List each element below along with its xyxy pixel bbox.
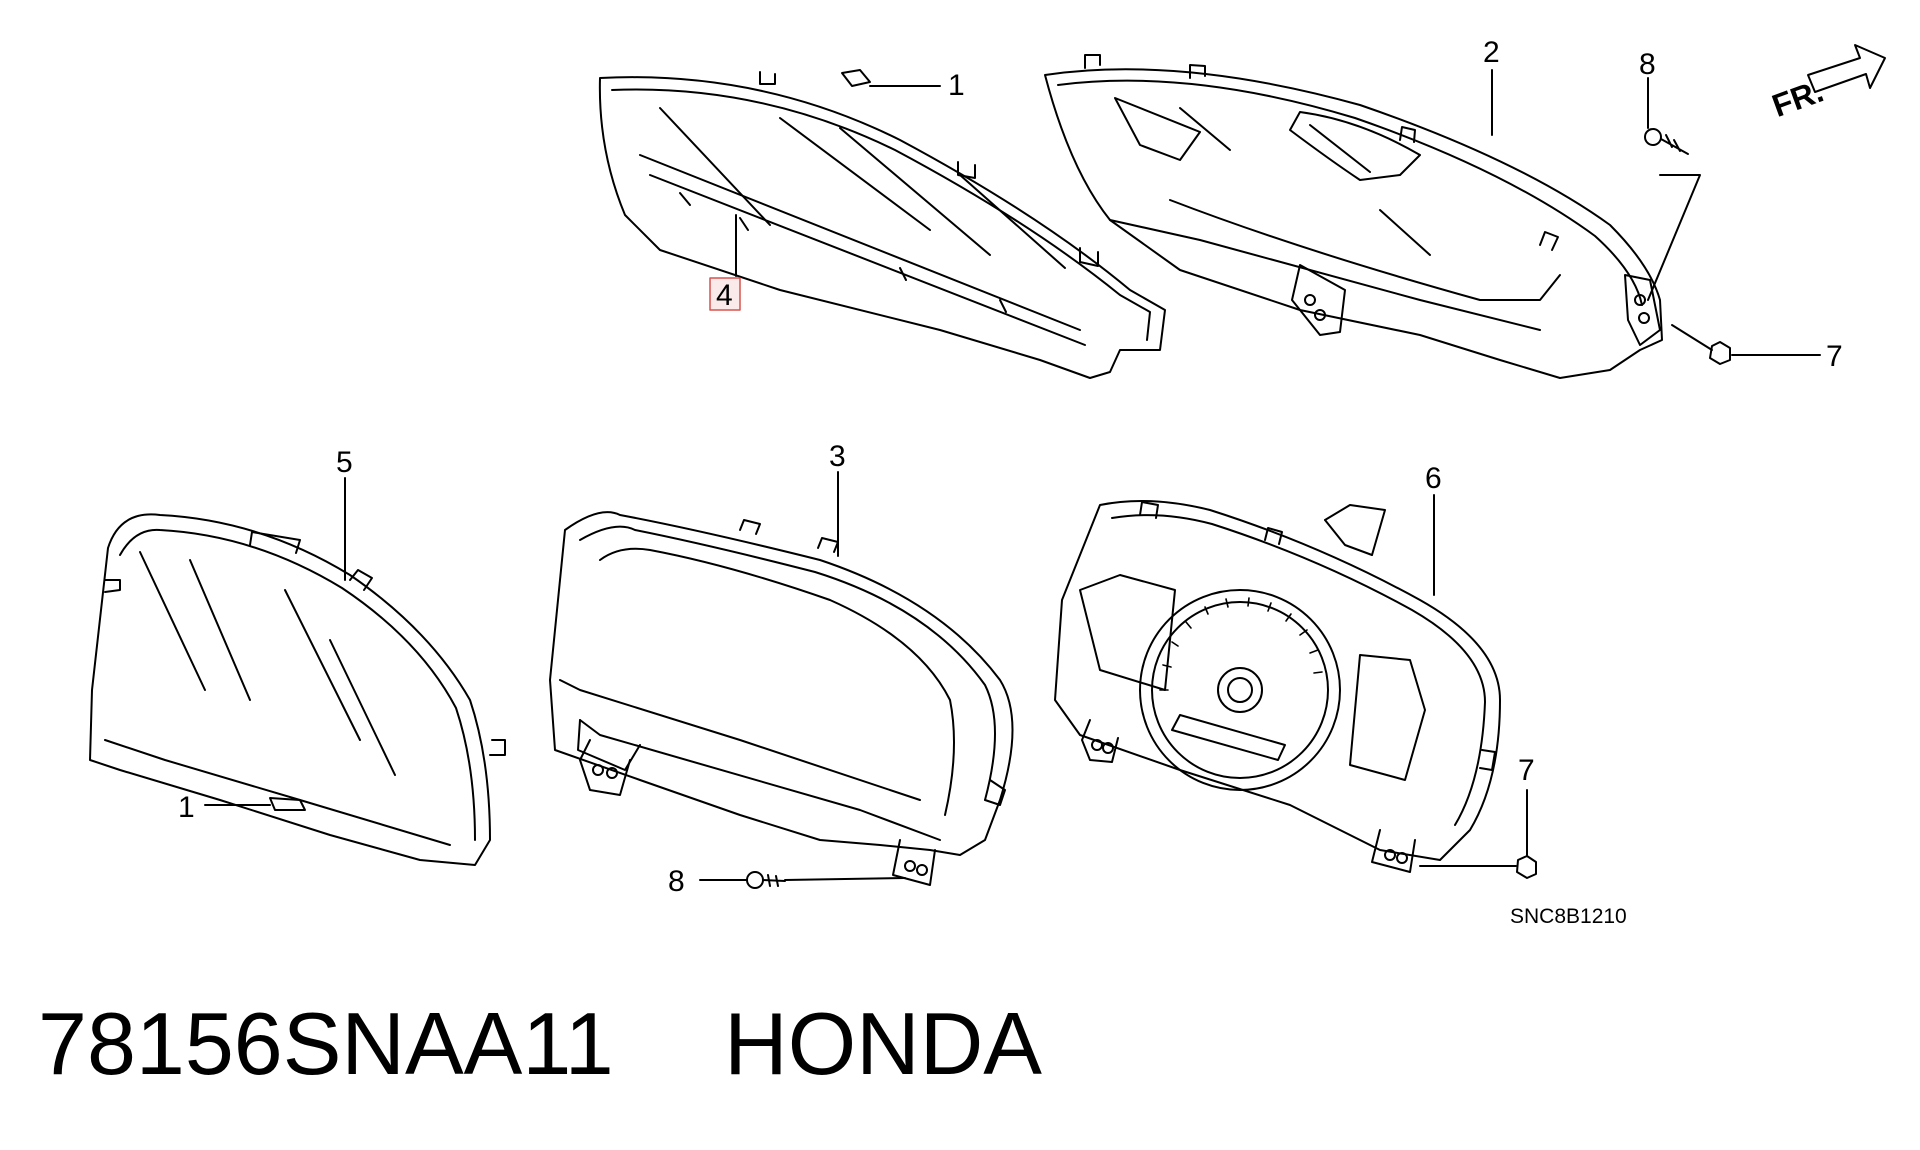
callout-4-highlight	[709, 277, 741, 311]
part-7-nut-top	[1709, 341, 1731, 365]
callout-1-bottom: 1	[178, 791, 195, 824]
callout-6: 6	[1425, 462, 1442, 495]
part-3-meter-case	[549, 511, 1014, 886]
callout-3: 3	[829, 440, 846, 473]
part-7-nut-bottom	[1516, 855, 1537, 879]
part-8-screw-bottom	[746, 871, 786, 889]
part-4-meter-lens	[598, 71, 1166, 379]
callout-7-bottom: 7	[1518, 754, 1535, 787]
callout-8-bottom: 8	[668, 865, 685, 898]
part-8-screw-top	[1644, 128, 1689, 155]
part-title: 78156SNAA11 HONDA	[38, 1000, 1042, 1088]
front-marker-label: FR.	[1767, 73, 1828, 124]
part-6-instrument-cluster	[1054, 500, 1501, 873]
callout-8-top: 8	[1639, 48, 1656, 81]
part-1-clip-bottom	[269, 797, 306, 811]
part-2-meter-visor	[1044, 54, 1663, 379]
front-arrow	[1807, 44, 1886, 93]
part-1-clip-top	[841, 69, 871, 87]
drawing-code: SNC8B1210	[1510, 905, 1627, 928]
callout-4: 4	[716, 279, 733, 312]
callout-5: 5	[336, 446, 353, 479]
part-number: 78156SNAA11	[38, 994, 614, 1093]
callout-7-top: 7	[1826, 340, 1843, 373]
manufacturer-name: HONDA	[724, 994, 1042, 1093]
part-5-lens	[89, 513, 506, 866]
callout-1-top: 1	[948, 69, 965, 102]
callout-2: 2	[1483, 36, 1500, 69]
